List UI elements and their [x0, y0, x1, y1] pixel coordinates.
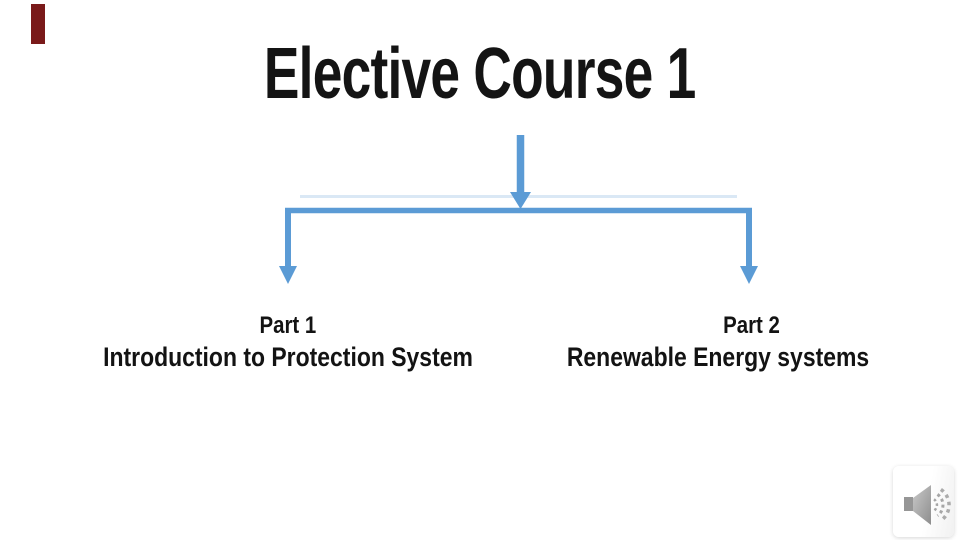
- accent-bar: [31, 4, 45, 44]
- branch-part-2: Part 2 Renewable Energy systems: [540, 310, 896, 375]
- slide-title-text: Elective Course 1: [264, 34, 696, 114]
- slide-title: Elective Course 1: [0, 38, 960, 110]
- speaker-cone: [912, 484, 931, 525]
- audio-trigger[interactable]: [893, 466, 954, 537]
- branch-part-1: Part 1 Introduction to Protection System: [70, 310, 505, 375]
- branch-part-2-title: Renewable Energy systems: [566, 342, 870, 373]
- sound-wave-medium: [936, 492, 944, 517]
- sound-wave-small: [932, 497, 938, 512]
- right-arrow-head: [740, 266, 758, 284]
- branch-part-1-label: Part 1: [259, 312, 317, 339]
- speaker-box: [903, 496, 913, 511]
- sound-wave-large: [939, 487, 951, 522]
- speaker-icon[interactable]: [894, 467, 954, 537]
- center-arrow-head: [510, 192, 531, 209]
- branch-part-1-title: Introduction to Protection System: [103, 342, 473, 373]
- branch-part-2-label: Part 2: [723, 312, 781, 339]
- left-arrow-head: [279, 266, 297, 284]
